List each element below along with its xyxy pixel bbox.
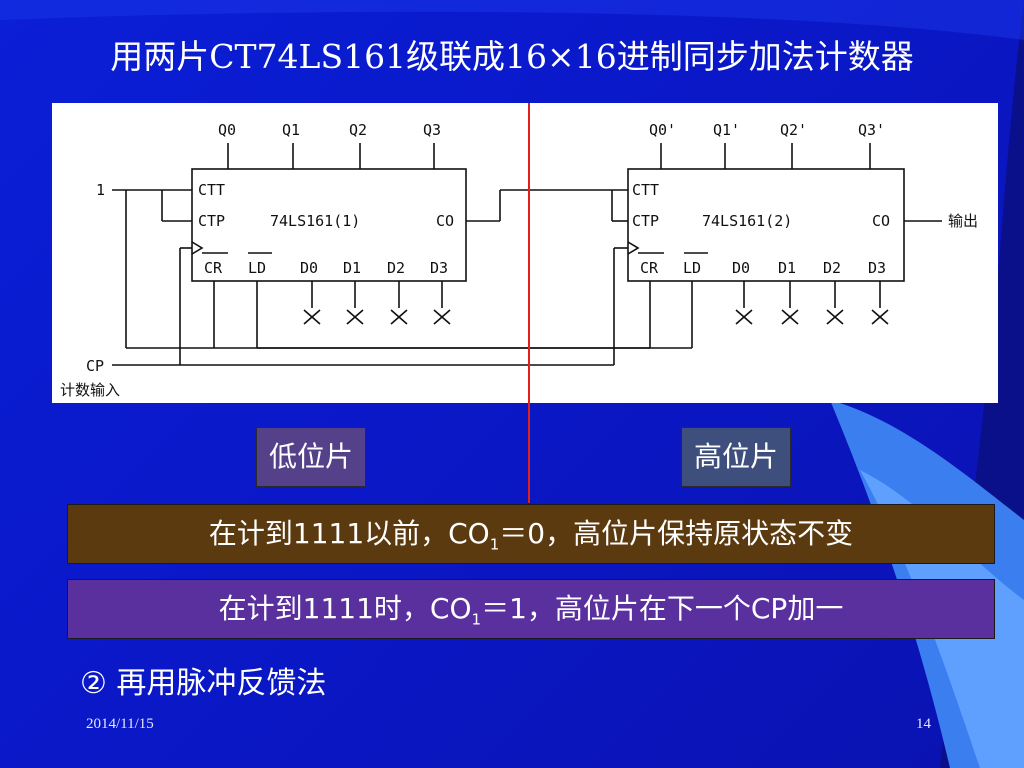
chip1-d0: D0: [300, 259, 318, 277]
chip2-ld: LD: [683, 259, 701, 277]
note-before-1111: 在计到1111以前，CO1＝0，高位片保持原状态不变: [67, 504, 995, 564]
chip2-name: 74LS161(2): [702, 212, 792, 230]
divider-line: [528, 103, 530, 503]
chip2-d2: D2: [823, 259, 841, 277]
chip1-ctp: CTP: [198, 212, 225, 230]
circuit-diagram: Q0 Q1 Q2 Q3 Q0' Q1' Q2' Q3' 1 CTT CTP CT…: [52, 103, 998, 403]
q1-label: Q1: [282, 121, 300, 139]
input-one-label: 1: [96, 181, 105, 199]
chip2-ctt: CTT: [632, 181, 659, 199]
note2-pre: 在计到1111时，CO: [218, 592, 472, 625]
q3p-label: Q3': [858, 121, 885, 139]
q0-label: Q0: [218, 121, 236, 139]
chip1-ctt: CTT: [198, 181, 225, 199]
output-label: 输出: [948, 212, 978, 230]
page-number: 14: [916, 716, 931, 732]
q2-label: Q2: [349, 121, 367, 139]
cp-label: CP: [86, 357, 104, 375]
note1-post: ＝0，高位片保持原状态不变: [499, 517, 854, 550]
chip2-ctp: CTP: [632, 212, 659, 230]
chip2-d1: D1: [778, 259, 796, 277]
chip2-d3: D3: [868, 259, 886, 277]
note1-pre: 在计到1111以前，CO: [208, 517, 490, 550]
count-input-label: 计数输入: [60, 381, 120, 399]
chip1-d3: D3: [430, 259, 448, 277]
chip1-d2: D2: [387, 259, 405, 277]
bullet-point: ② 再用脉冲反馈法: [80, 666, 327, 701]
footer-date: 2014/11/15: [86, 716, 154, 732]
high-chip-tag: 高位片: [681, 427, 792, 487]
chip1-d1: D1: [343, 259, 361, 277]
chip1-cr: CR: [204, 259, 223, 277]
note1-sub: 1: [489, 535, 500, 554]
note2-post: ＝1，高位片在下一个CP加一: [481, 592, 844, 625]
chip2-co: CO: [872, 212, 890, 230]
chip1-ld: LD: [248, 259, 266, 277]
q1p-label: Q1': [713, 121, 740, 139]
slide-title: 用两片CT74LS161级联成16×16进制同步加法计数器: [110, 37, 914, 76]
chip2-cr: CR: [640, 259, 659, 277]
q3-label: Q3: [423, 121, 441, 139]
chip2-d0: D0: [732, 259, 750, 277]
q0p-label: Q0': [649, 121, 676, 139]
q2p-label: Q2': [780, 121, 807, 139]
chip1-name: 74LS161(1): [270, 212, 360, 230]
note-at-1111: 在计到1111时，CO1＝1，高位片在下一个CP加一: [67, 579, 995, 639]
low-chip-tag: 低位片: [256, 427, 367, 487]
note2-sub: 1: [471, 610, 482, 629]
chip1-co: CO: [436, 212, 454, 230]
